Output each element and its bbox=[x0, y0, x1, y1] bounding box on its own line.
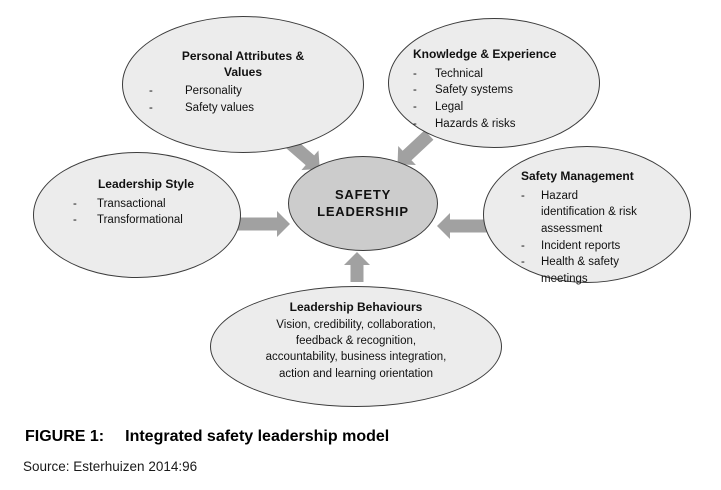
node-leadership-behaviours: Leadership Behaviours Vision, credibilit… bbox=[210, 286, 502, 407]
node-leadership-style: Leadership Style Transactional Transform… bbox=[33, 152, 241, 278]
figure-source: Source: Esterhuizen 2014:96 bbox=[23, 459, 198, 474]
node-title: Leadership Behaviours bbox=[289, 300, 423, 314]
list-item: Safety values bbox=[149, 100, 337, 117]
arrow-style-to-center-icon bbox=[238, 211, 290, 237]
center-node-label: SAFETY LEADERSHIP bbox=[317, 186, 409, 219]
node-title: Leadership Style bbox=[97, 177, 195, 191]
figure-caption: FIGURE 1: Integrated safety leadership m… bbox=[25, 428, 389, 446]
list-item: Incident reports bbox=[521, 238, 680, 255]
list-item: Health & safety meetings bbox=[521, 254, 680, 287]
arrow-behaviours-to-center-icon bbox=[344, 252, 370, 282]
node-safety-leadership-center: SAFETY LEADERSHIP bbox=[288, 156, 438, 251]
arrow-management-to-center-icon bbox=[437, 213, 489, 239]
node-list: Personality Safety values bbox=[149, 83, 337, 116]
node-knowledge-experience: Knowledge & Experience Technical Safety … bbox=[388, 18, 600, 148]
list-item: Legal bbox=[413, 99, 585, 116]
arrow-knowledge-to-center-icon bbox=[397, 130, 434, 165]
node-body: Vision, credibility, collaboration, feed… bbox=[265, 318, 447, 380]
list-item: Personality bbox=[149, 83, 337, 100]
node-title: Safety Management bbox=[521, 169, 634, 183]
caption-label: FIGURE 1: bbox=[25, 428, 105, 445]
list-item: Safety systems bbox=[413, 82, 585, 99]
node-list: Hazard identification & risk assessment … bbox=[521, 188, 680, 288]
list-item: Transactional bbox=[73, 196, 226, 213]
node-safety-management: Safety Management Hazard identification … bbox=[483, 146, 691, 285]
caption-title: Integrated safety leadership model bbox=[125, 428, 390, 445]
node-list: Technical Safety systems Legal Hazards &… bbox=[413, 66, 585, 133]
node-list: Transactional Transformational bbox=[73, 196, 226, 229]
node-title: Personal Attributes & Values bbox=[181, 49, 305, 79]
node-title: Knowledge & Experience bbox=[413, 47, 557, 61]
list-item: Technical bbox=[413, 66, 585, 83]
list-item: Hazard identification & risk assessment bbox=[521, 188, 680, 238]
node-personal-attributes: Personal Attributes & Values Personality… bbox=[122, 16, 364, 153]
list-item: Hazards & risks bbox=[413, 116, 585, 133]
list-item: Transformational bbox=[73, 212, 226, 229]
